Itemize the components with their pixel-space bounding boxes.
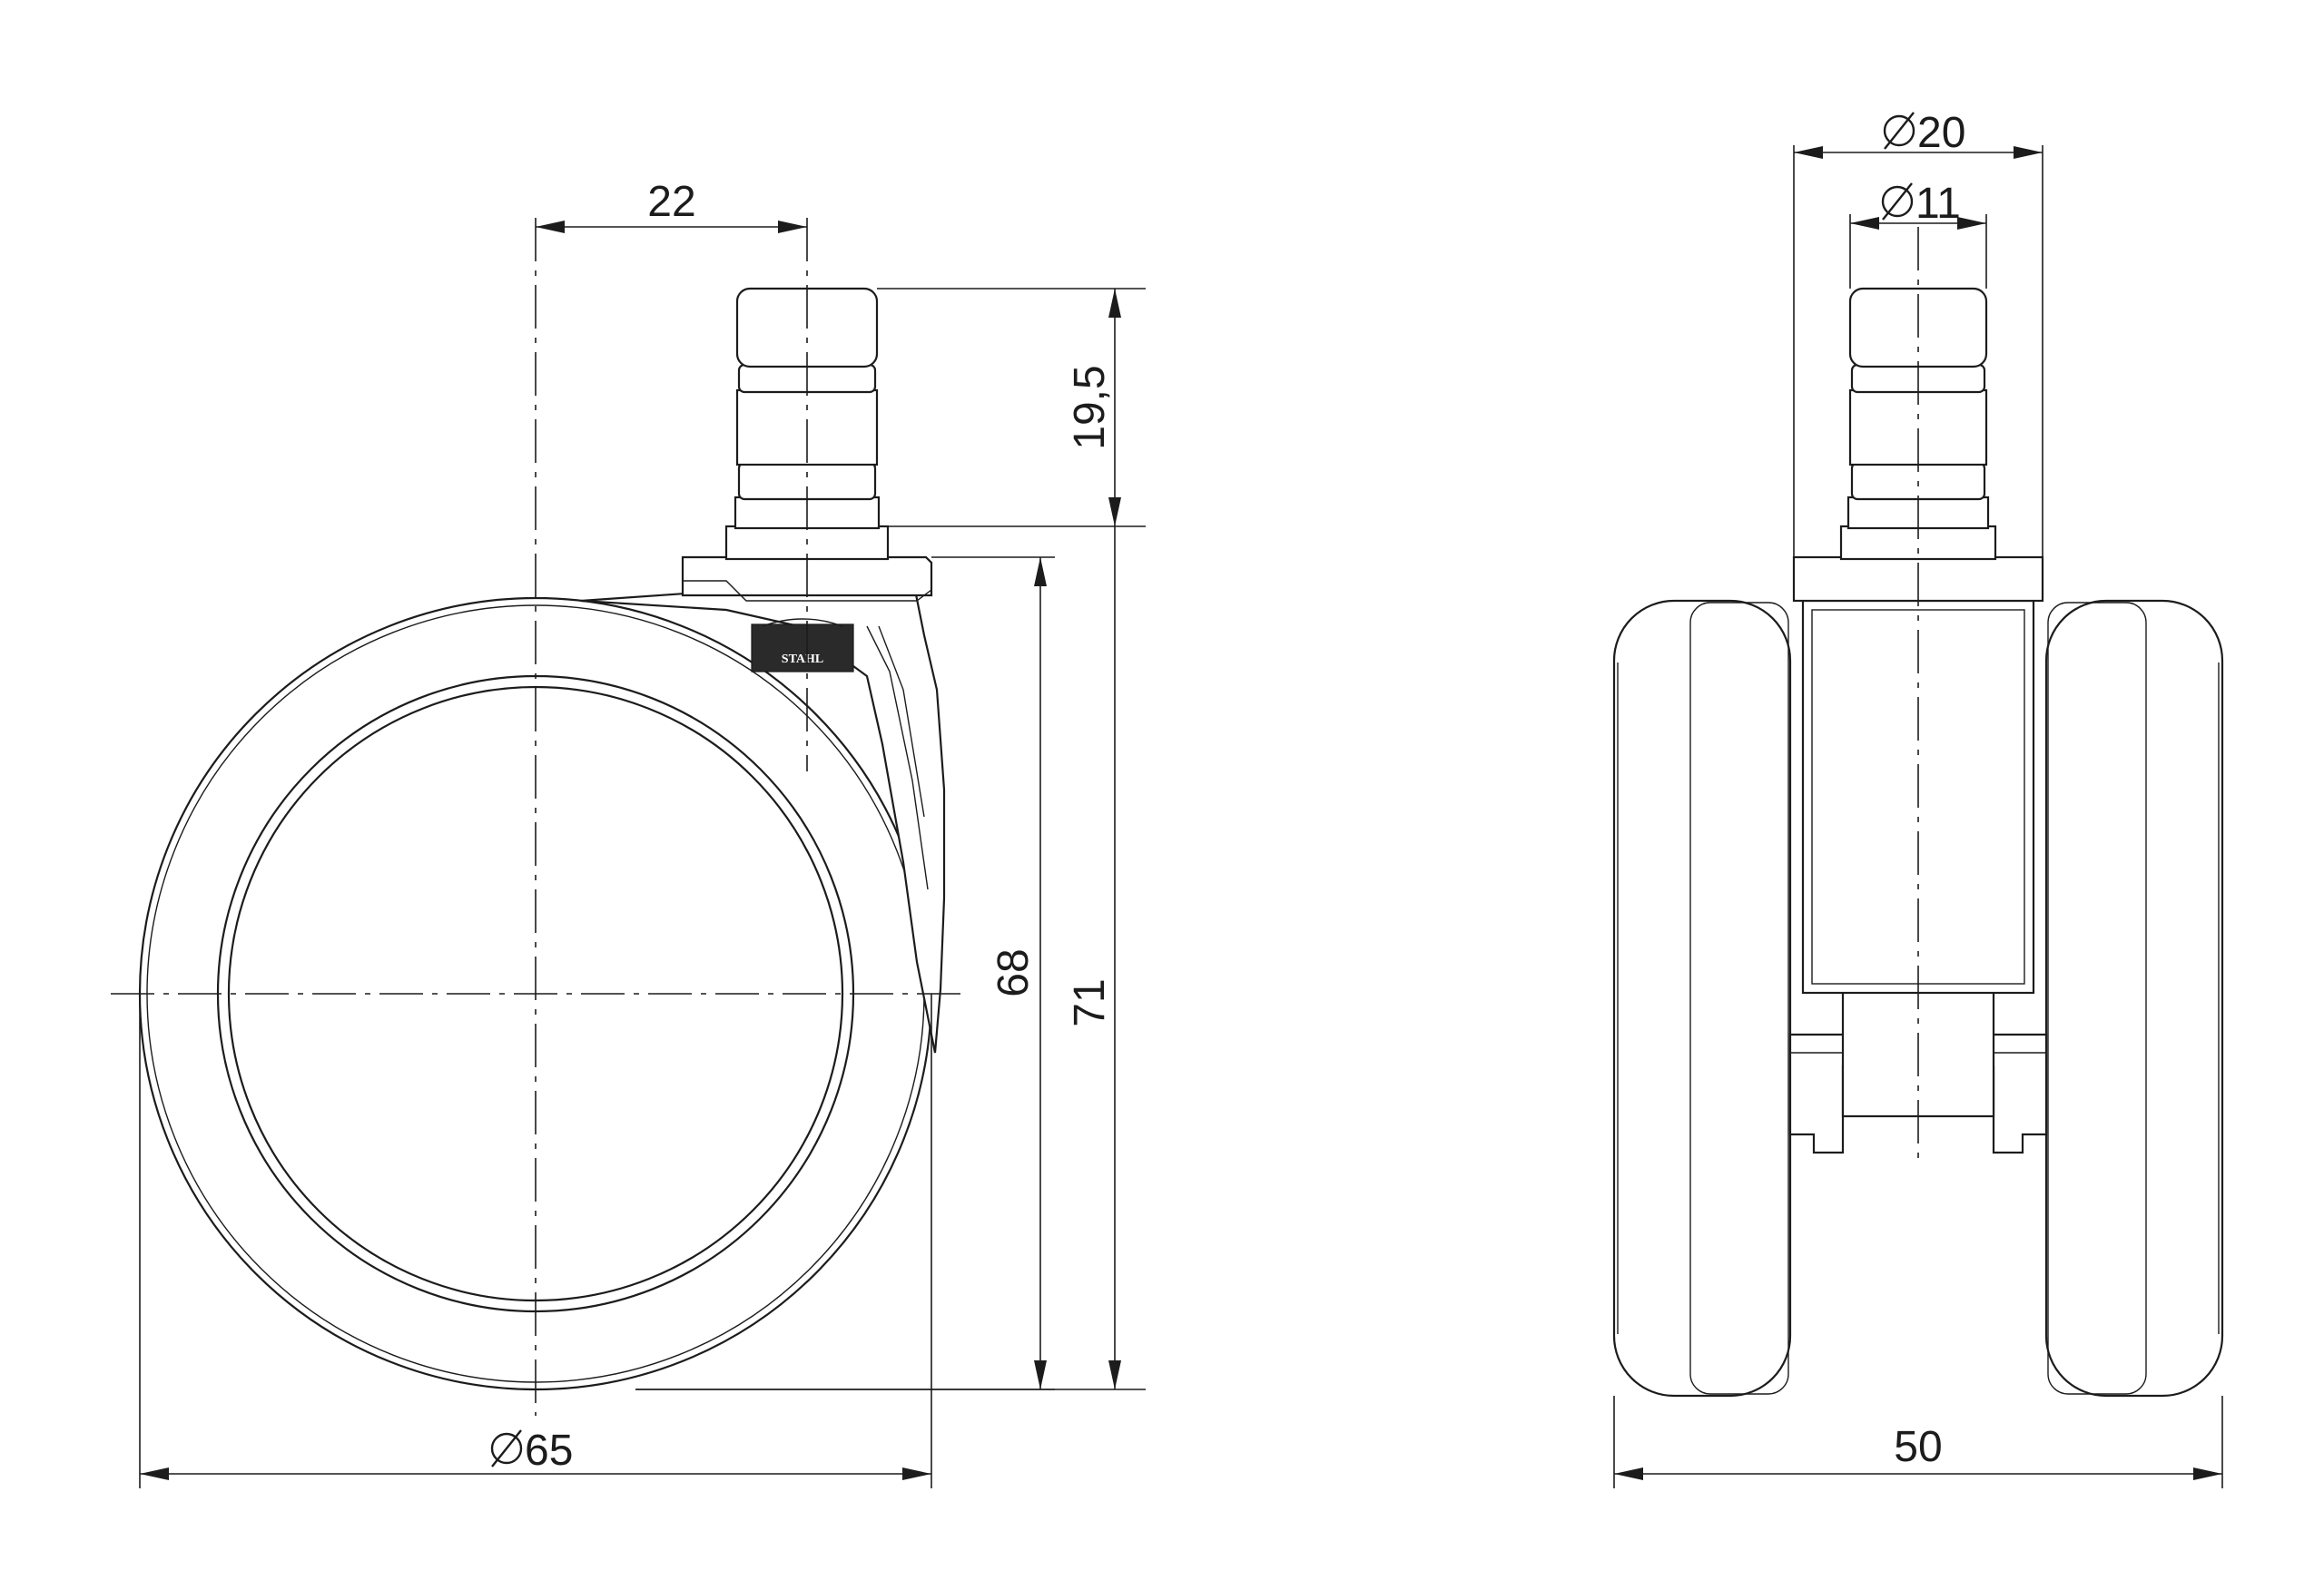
label-65: 65 xyxy=(525,1427,573,1475)
diameter-symbol-11 xyxy=(1881,182,1914,221)
label-11: 11 xyxy=(1915,180,1961,228)
logo-text: STAHL xyxy=(782,653,823,666)
label-22: 22 xyxy=(647,178,695,226)
dim-wheel-diameter-65: 65 xyxy=(139,994,932,1488)
label-19-5: 19,5 xyxy=(1066,365,1114,449)
label-71: 71 xyxy=(1066,978,1114,1026)
diameter-symbol-20 xyxy=(1883,112,1915,150)
dim-total-width-50: 50 xyxy=(1613,1396,2223,1488)
top-plate-lip xyxy=(683,580,932,602)
dim-housing-diameter-20: 20 xyxy=(1793,109,2043,557)
stahl-logo: STAHL xyxy=(751,618,854,672)
dim-offset-22: 22 xyxy=(536,178,807,233)
side-view: STAHL 22 19,5 68 xyxy=(111,178,1146,1488)
left-wheel-inner xyxy=(1689,602,1789,1395)
label-68: 68 xyxy=(990,948,1038,996)
fork-inner-line xyxy=(866,625,929,890)
dim-wheel-height-68: 68 xyxy=(635,556,1055,1390)
diameter-symbol-65 xyxy=(490,1429,523,1467)
right-wheel xyxy=(2044,599,2224,1398)
label-50: 50 xyxy=(1894,1423,1942,1471)
left-wheel xyxy=(1612,599,1792,1398)
dim-stem-diameter-11: 11 xyxy=(1849,180,1987,289)
fork-inner-line-2 xyxy=(878,625,925,818)
label-20: 20 xyxy=(1917,109,1965,157)
dim-total-height-71: 71 xyxy=(635,526,1146,1390)
right-wheel-inner xyxy=(2047,602,2147,1395)
front-view: 20 11 50 xyxy=(1612,109,2224,1488)
dim-stem-height-19-5: 19,5 xyxy=(877,288,1146,527)
